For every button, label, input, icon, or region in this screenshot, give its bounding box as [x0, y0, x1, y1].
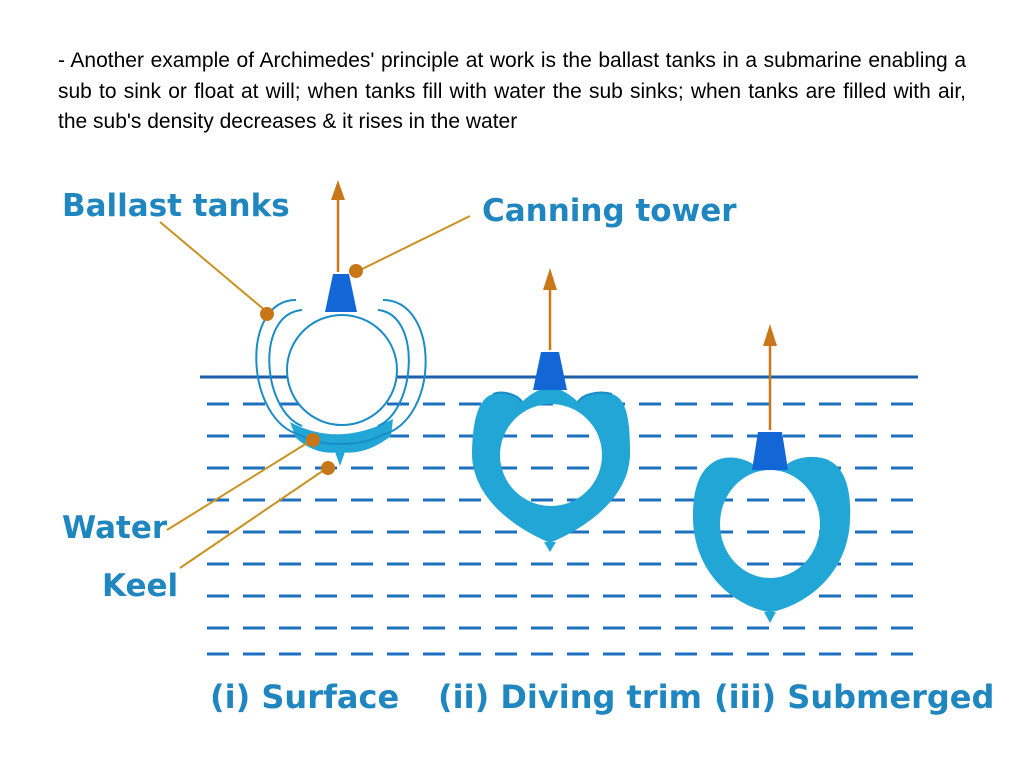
label-water: Water: [62, 510, 168, 546]
caption-diving-trim: (ii) Diving trim: [438, 678, 702, 716]
submarine-submerged: [692, 324, 851, 623]
description-text: - Another example of Archimedes' princip…: [58, 49, 966, 133]
label-keel: Keel: [102, 568, 178, 604]
tower-surface: [325, 274, 357, 312]
label-ballast-tanks: Ballast tanks: [62, 188, 290, 224]
hull-diving-trim: [471, 386, 631, 542]
callout-dots: [260, 264, 363, 475]
leader-lines: [159, 215, 471, 569]
caption-submerged: (iii) Submerged: [714, 678, 994, 716]
hull-submerged: [692, 456, 851, 612]
keel-surface: [334, 449, 346, 466]
submarine-diving-trim: [471, 268, 631, 552]
tower-diving-trim: [533, 352, 567, 390]
tower-submerged: [752, 432, 788, 470]
caption-surface: (i) Surface: [210, 678, 399, 716]
label-canning-tower: Canning tower: [482, 193, 737, 229]
